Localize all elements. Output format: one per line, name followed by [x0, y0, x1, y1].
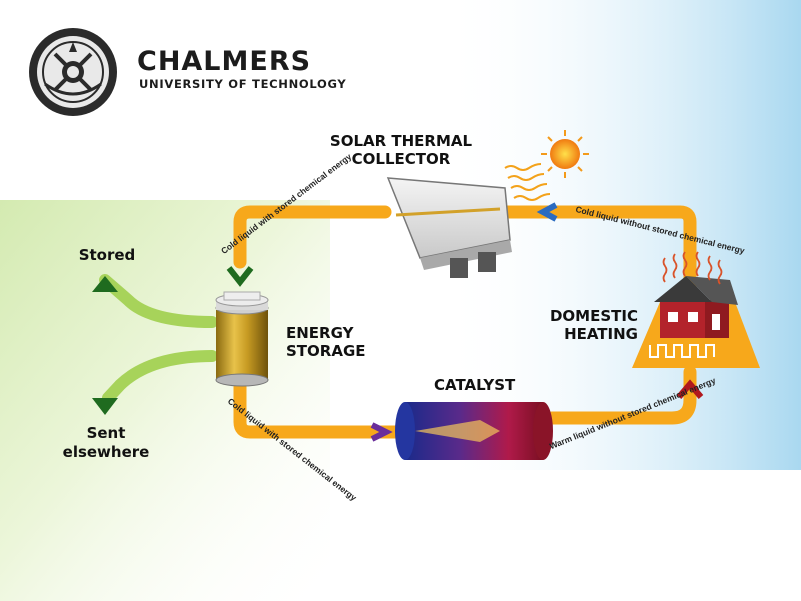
chevron-green — [226, 266, 254, 287]
chevron-blue — [536, 202, 558, 222]
catalyst-tube — [395, 402, 553, 460]
heat-waves — [662, 251, 723, 285]
brand-name: CHALMERS — [137, 46, 312, 77]
stored-arrow-head — [92, 276, 118, 292]
sent-arrow-head — [92, 398, 118, 415]
sun — [541, 130, 589, 178]
sent-elsewhere-label: Sent elsewhere — [62, 424, 150, 461]
energy-storage-canister — [215, 291, 269, 387]
stored-label: Stored — [78, 246, 136, 264]
chalmers-seal-logo — [29, 28, 117, 116]
catalyst-label: CATALYST — [434, 376, 516, 394]
chevron-red — [676, 379, 704, 399]
pipe-loop — [233, 205, 697, 439]
brand-subtitle: UNIVERSITY OF TECHNOLOGY — [139, 77, 347, 91]
domestic-heating-house — [632, 276, 760, 368]
stored-branch — [99, 274, 218, 328]
sent-branch — [102, 350, 218, 404]
energy-storage-label: ENERGY STORAGE — [286, 324, 366, 360]
chevron-purple — [370, 422, 393, 442]
domestic-heating-label: DOMESTIC HEATING — [549, 307, 638, 343]
solar-collector-label: SOLAR THERMAL COLLECTOR — [329, 132, 473, 168]
sun-rays — [504, 163, 551, 201]
solar-collector — [386, 177, 512, 278]
